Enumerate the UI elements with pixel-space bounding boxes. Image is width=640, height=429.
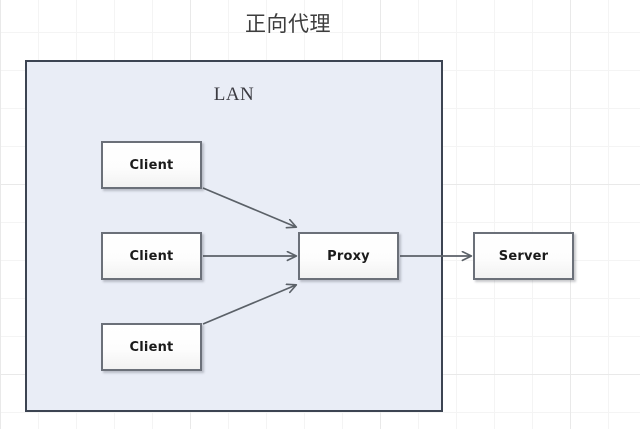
node-proxy-label: Proxy bbox=[327, 248, 370, 264]
node-server[interactable]: Server bbox=[473, 232, 574, 280]
diagram-title: 正向代理 bbox=[245, 12, 331, 36]
node-client-3-label: Client bbox=[129, 339, 174, 355]
node-client-2[interactable]: Client bbox=[101, 232, 202, 280]
node-client-1-label: Client bbox=[129, 157, 174, 173]
node-client-2-label: Client bbox=[129, 248, 174, 264]
node-server-label: Server bbox=[498, 248, 549, 264]
node-client-1[interactable]: Client bbox=[101, 141, 202, 189]
node-client-3[interactable]: Client bbox=[101, 323, 202, 371]
node-proxy[interactable]: Proxy bbox=[298, 232, 399, 280]
lan-container-label: LAN bbox=[213, 84, 255, 105]
